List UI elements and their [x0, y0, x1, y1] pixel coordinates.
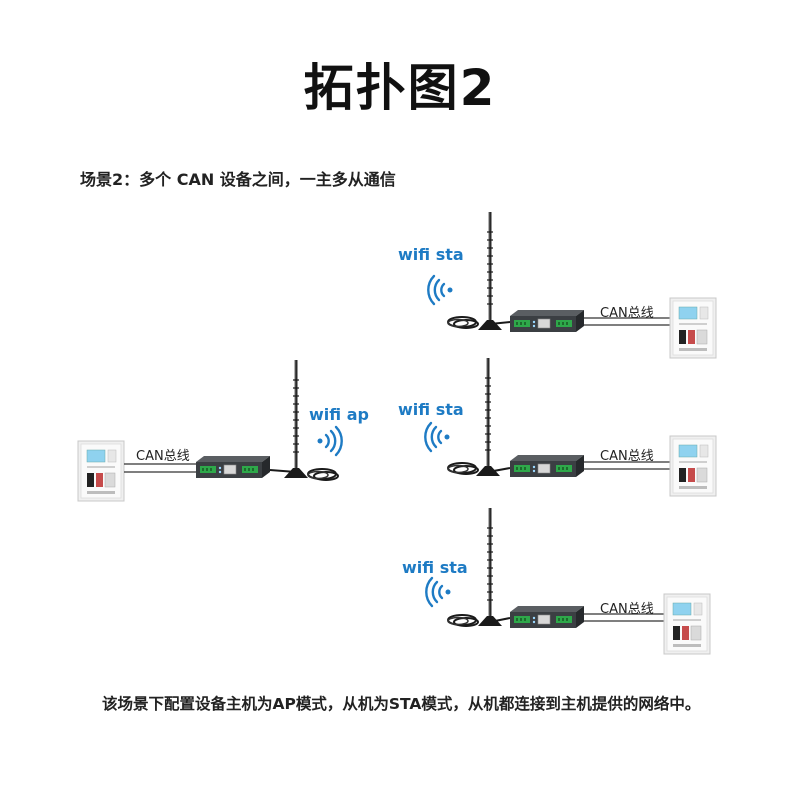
slave-2-wifi-label: wifi sta: [398, 400, 464, 419]
slave-1-can-label: CAN总线: [600, 306, 654, 321]
slave-2-antenna-icon: [474, 356, 502, 478]
slave-1-wifi-label: wifi sta: [398, 245, 464, 264]
slave-3-antenna-icon: [476, 506, 504, 628]
slave-1-wifi-icon: [427, 274, 454, 306]
slave-node-1: [427, 210, 717, 359]
scene-caption: 场景2：多个 CAN 设备之间，一主多从通信: [80, 170, 396, 189]
slave-3-wifi-label: wifi sta: [402, 558, 468, 577]
slave-1-can-panel: [669, 297, 717, 359]
slave-1-gateway: [509, 309, 585, 333]
slave-1-cable-coil: [447, 316, 479, 329]
slave-3-cable-coil: [447, 614, 479, 627]
master-cable-coil: [307, 468, 339, 481]
master-wifi-icon: [316, 425, 343, 457]
slave-3-gateway: [509, 605, 585, 629]
page-title: 拓扑图2: [303, 59, 497, 117]
slave-3-wifi-icon: [425, 576, 452, 608]
slave-2-cable-coil: [447, 462, 479, 475]
scene-description: 该场景下配置设备主机为AP模式，从机为STA模式，从机都连接到主机提供的网络中。: [102, 695, 701, 713]
slave-3-can-label: CAN总线: [600, 602, 654, 617]
slave-2-can-label: CAN总线: [600, 449, 654, 464]
slave-2-can-panel: [669, 435, 717, 497]
master-can-label: CAN总线: [136, 449, 190, 464]
slave-node-2: [424, 356, 717, 497]
slave-1-antenna-icon: [476, 210, 504, 332]
slave-2-wifi-icon: [424, 421, 451, 453]
slave-node-3: [425, 506, 711, 655]
master-can-panel: [77, 440, 125, 502]
slave-3-can-panel: [663, 593, 711, 655]
master-wifi-label: wifi ap: [309, 405, 369, 424]
master-antenna-icon: [282, 358, 310, 480]
master-node: [77, 358, 343, 502]
slave-2-gateway: [509, 454, 585, 478]
master-gateway: [195, 455, 271, 479]
